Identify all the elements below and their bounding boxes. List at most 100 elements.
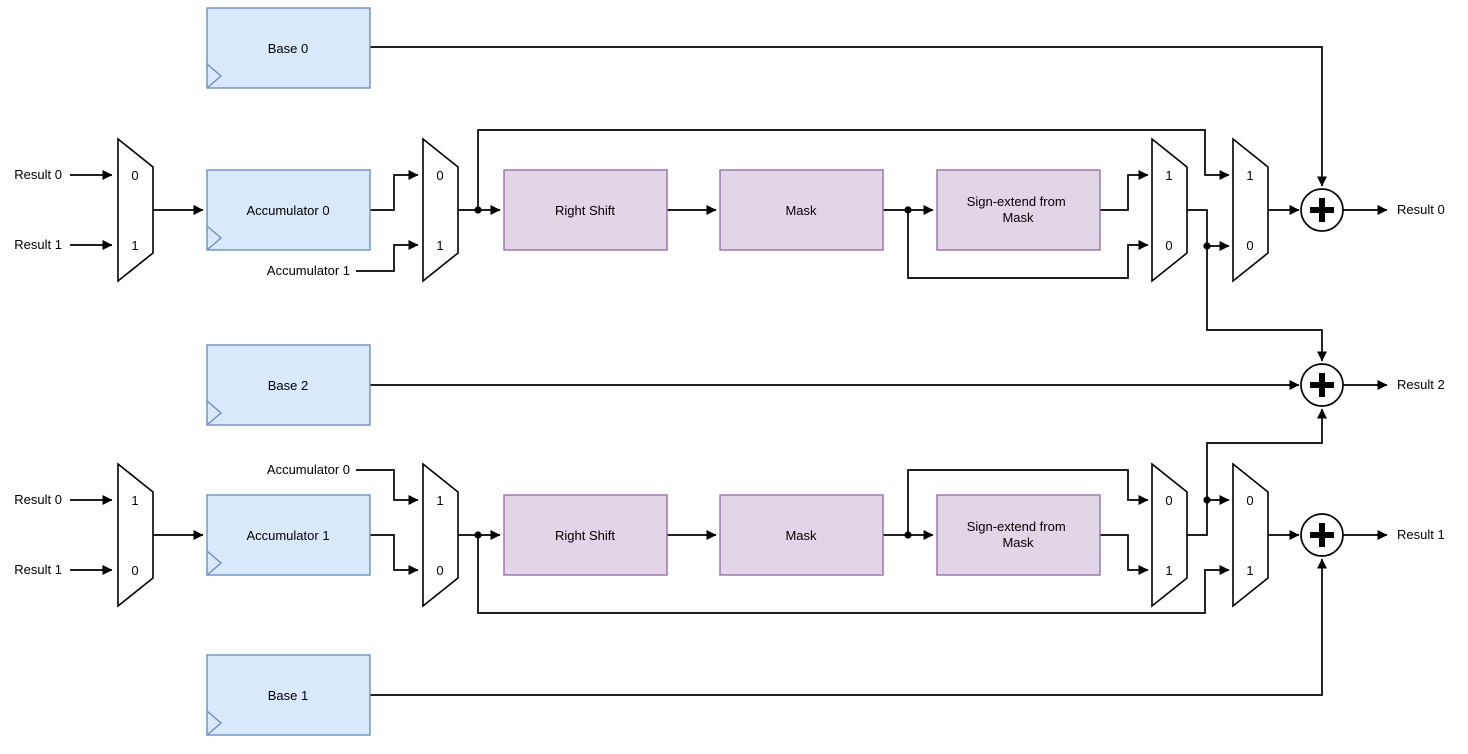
plus-icon — [1310, 523, 1334, 547]
plus-icon — [1310, 373, 1334, 397]
sign-extend-line: Sign-extend from — [967, 519, 1066, 534]
input-label: Result 1 — [14, 237, 62, 252]
adder-result-1 — [1300, 513, 1344, 557]
wire-mask-bypass — [907, 469, 1149, 535]
mux-port-label: 1 — [436, 238, 443, 253]
input-label: Result 1 — [14, 562, 62, 577]
wire — [370, 534, 419, 575]
mux-port-label: 1 — [1246, 563, 1253, 578]
output-mux — [1232, 137, 1269, 283]
sign-extend-mux — [1151, 462, 1188, 608]
cross-feed-label: Accumulator 0 — [267, 462, 350, 477]
cross-feed-label: Accumulator 1 — [267, 263, 350, 278]
op-sign-extend — [936, 169, 1101, 251]
junction-dot — [474, 531, 482, 539]
sign-extend-line: Mask — [1002, 535, 1034, 550]
clock-icon — [206, 225, 223, 251]
acc-mux — [422, 137, 459, 283]
mux-port-label: 1 — [436, 493, 443, 508]
register-base-2-label: Base 2 — [268, 378, 308, 393]
register-base-1 — [206, 654, 371, 736]
wire-mask-bypass — [907, 210, 1149, 279]
clock-icon — [206, 710, 223, 736]
registers: Base 0 Accumulator 0 Base 2 Accumulator … — [206, 7, 371, 736]
wire-bypass-top — [477, 129, 1230, 210]
register-base-0 — [206, 7, 371, 89]
junction-dot — [904, 206, 912, 214]
input-mux — [117, 462, 154, 608]
op-mask-label: Mask — [785, 528, 817, 543]
acc-mux — [422, 462, 459, 608]
wire — [356, 469, 419, 505]
op-right-shift-label: Right Shift — [555, 528, 615, 543]
wire-bypass-bottom — [477, 535, 1230, 614]
register-accumulator-1 — [206, 494, 371, 576]
op-mask — [719, 494, 884, 576]
wire — [356, 240, 419, 272]
sign-extend-line: Mask — [1002, 210, 1034, 225]
register-base-1-label: Base 1 — [268, 688, 308, 703]
adder-result-2 — [1300, 363, 1344, 407]
mux-port-label: 0 — [1246, 493, 1253, 508]
wire — [1187, 495, 1230, 536]
mux-port-label: 0 — [131, 168, 138, 183]
op-mask — [719, 169, 884, 251]
mux-port-label: 0 — [131, 563, 138, 578]
junction-dot — [904, 531, 912, 539]
register-accumulator-0-label: Accumulator 0 — [246, 203, 329, 218]
op-sign-extend-label: Sign-extend from Mask — [967, 519, 1070, 550]
ops-lane-0: Right Shift Mask Sign-extend from Mask — [503, 169, 1101, 251]
output-mux — [1232, 462, 1269, 608]
muxes-lane-0: 0 1 0 1 1 0 1 0 — [117, 137, 1269, 283]
op-sign-extend-label: Sign-extend from Mask — [967, 194, 1070, 225]
wire-base1 — [370, 558, 1327, 696]
mux-port-label: 0 — [436, 168, 443, 183]
wires-lane-1 — [70, 408, 1388, 696]
junction-dot — [1203, 496, 1211, 504]
wire-to-result2-top — [1206, 246, 1327, 362]
op-right-shift — [503, 169, 668, 251]
register-base-0-label: Base 0 — [268, 41, 308, 56]
op-right-shift — [503, 494, 668, 576]
wire — [1187, 209, 1230, 251]
input-label: Result 0 — [14, 167, 62, 182]
mux-port-label: 0 — [1165, 238, 1172, 253]
clock-icon — [206, 400, 223, 426]
plus-icon — [1310, 198, 1334, 222]
ops-lane-1: Right Shift Mask Sign-extend from Mask — [503, 494, 1101, 576]
muxes-lane-1: 1 0 1 0 0 1 0 1 — [117, 462, 1269, 608]
sign-extend-mux — [1151, 137, 1188, 283]
junction-dot — [474, 206, 482, 214]
register-base-2 — [206, 344, 371, 426]
input-label: Result 0 — [14, 492, 62, 507]
clock-icon — [206, 63, 223, 89]
wire-to-result2-bottom — [1206, 408, 1327, 500]
output-label-result-1: Result 1 — [1397, 527, 1445, 542]
mux-port-label: 0 — [1165, 493, 1172, 508]
op-mask-label: Mask — [785, 203, 817, 218]
io-labels: Result 0 Result 1 Accumulator 1 Result 0… — [14, 167, 1444, 577]
mux-port-label: 1 — [131, 493, 138, 508]
mux-port-label: 1 — [1165, 168, 1172, 183]
mux-port-label: 0 — [1246, 238, 1253, 253]
register-accumulator-1-label: Accumulator 1 — [246, 528, 329, 543]
mux-port-label: 1 — [1246, 168, 1253, 183]
wire — [370, 170, 419, 211]
op-sign-extend — [936, 494, 1101, 576]
output-label-result-2: Result 2 — [1397, 377, 1445, 392]
wires-lane-0 — [70, 46, 1388, 362]
wire — [1100, 170, 1149, 211]
mux-port-label: 1 — [131, 238, 138, 253]
output-label-result-0: Result 0 — [1397, 202, 1445, 217]
sign-extend-line: Sign-extend from — [967, 194, 1066, 209]
wire — [1100, 534, 1149, 575]
mux-port-label: 1 — [1165, 563, 1172, 578]
op-right-shift-label: Right Shift — [555, 203, 615, 218]
junction-dot — [1203, 242, 1211, 250]
input-mux — [117, 137, 154, 283]
clock-icon — [206, 550, 223, 576]
mux-port-label: 0 — [436, 563, 443, 578]
wire-base0 — [370, 46, 1327, 187]
